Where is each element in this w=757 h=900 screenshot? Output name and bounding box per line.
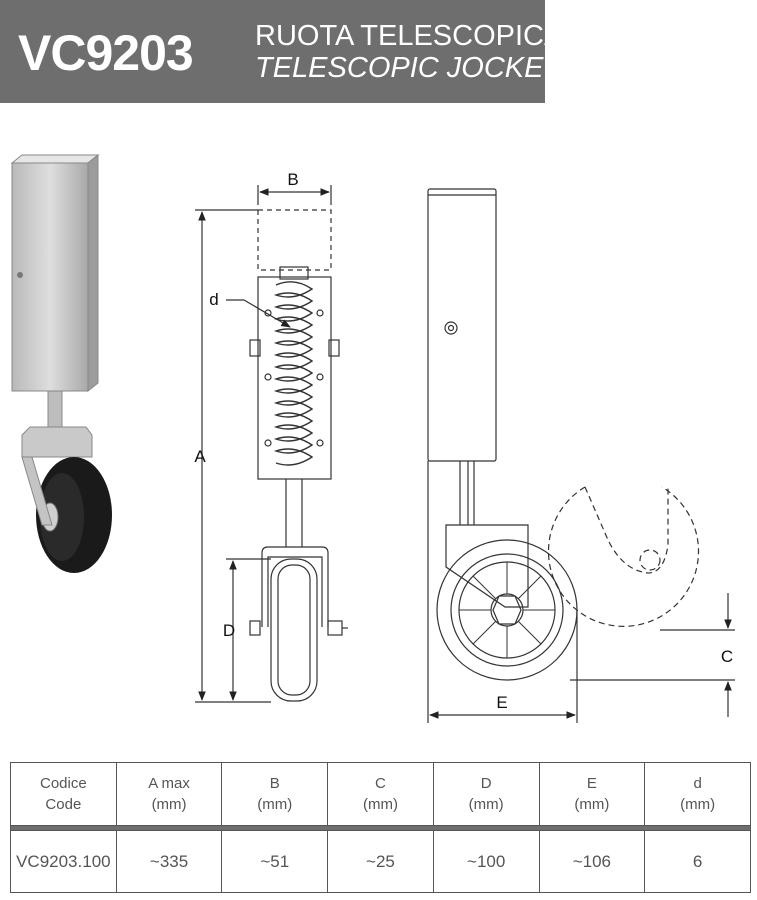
technical-drawing: B A D d (10, 153, 735, 723)
col-header-small-d: d(mm) (644, 762, 751, 826)
side-view (427, 188, 735, 723)
front-view (195, 185, 348, 703)
product-title-italian: RUOTA TELESCOPICA (255, 20, 545, 52)
product-code: VC9203 (18, 25, 194, 81)
cell-a: ~335 (115, 830, 223, 893)
product-render (10, 153, 112, 573)
col-header-c: C(mm) (327, 762, 434, 826)
header-banner: VC9203 RUOTA TELESCOPICA TELESCOPIC JOCK… (0, 0, 545, 103)
label-E: E (496, 693, 507, 712)
table-row: VC9203.100 ~335 ~51 ~25 ~100 ~106 6 (10, 830, 751, 893)
label-A: A (194, 447, 206, 466)
label-d: d (209, 290, 218, 309)
label-C: C (721, 647, 733, 666)
col-header-a: A max(mm) (115, 762, 223, 826)
col-header-e: E(mm) (538, 762, 646, 826)
cell-d: ~100 (432, 830, 540, 893)
label-D: D (223, 621, 235, 640)
cell-small-d: 6 (644, 830, 751, 893)
cell-b: ~51 (221, 830, 329, 893)
cell-e: ~106 (538, 830, 646, 893)
cell-code: VC9203.100 (10, 830, 117, 893)
col-header-d: D(mm) (432, 762, 540, 826)
product-title-english: TELESCOPIC JOCKEY W (255, 52, 545, 84)
col-header-b: B(mm) (221, 762, 329, 826)
cell-c: ~25 (327, 830, 434, 893)
label-B: B (287, 170, 298, 189)
